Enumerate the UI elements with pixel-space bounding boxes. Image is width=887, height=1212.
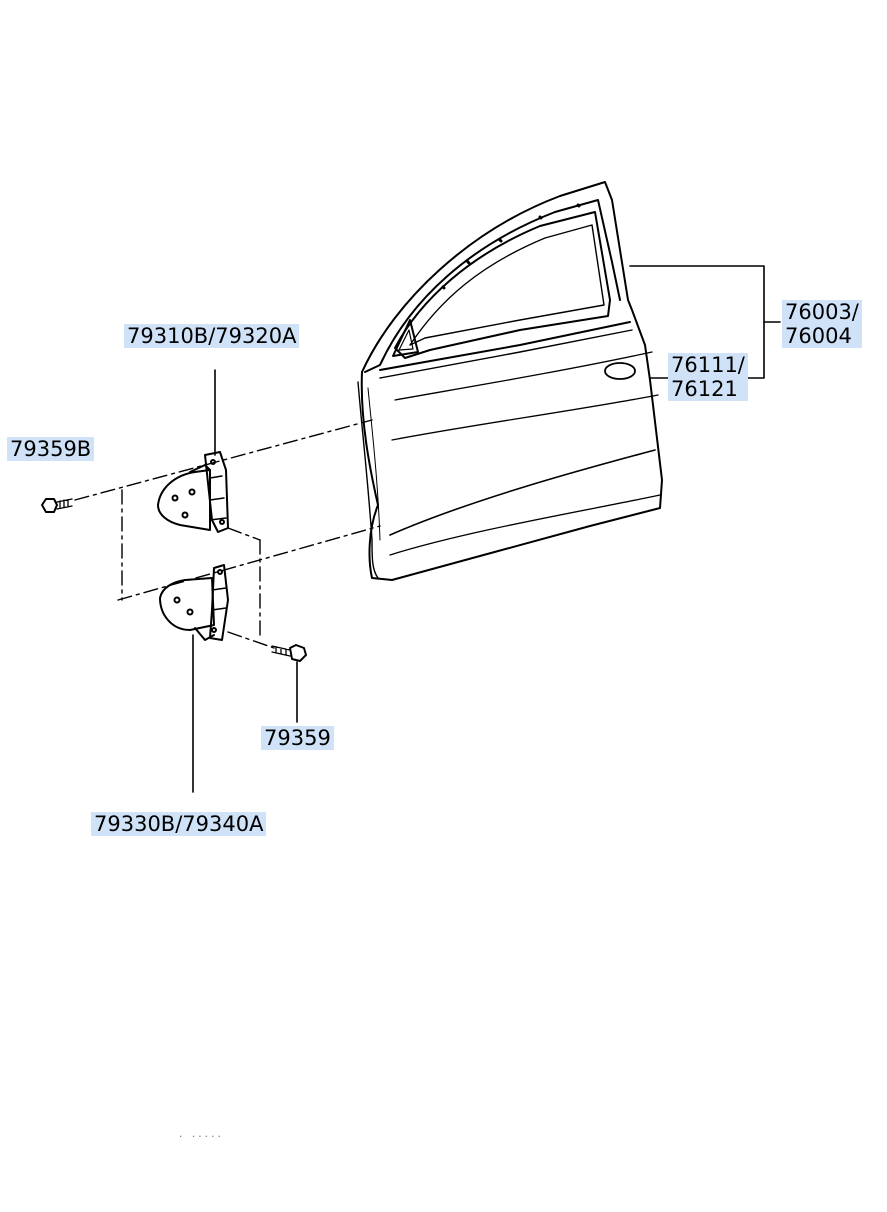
door-panel xyxy=(357,181,663,581)
alignment-lines xyxy=(74,419,381,649)
door-handle xyxy=(604,362,636,380)
label-lower-hinge: 79330B/79340A xyxy=(91,812,267,836)
label-door-panel-line1: 76003/ xyxy=(785,300,859,324)
label-door-panel-alt: 76111/ 76121 xyxy=(668,353,748,401)
label-door-panel-alt-line2: 76121 xyxy=(671,377,738,401)
label-door-panel-alt-line1: 76111/ xyxy=(671,353,745,377)
bolt-upper xyxy=(41,498,73,513)
label-lower-hinge-bolt: 79359 xyxy=(261,726,334,750)
lower-hinge xyxy=(159,564,229,641)
label-door-panel-line2: 76004 xyxy=(785,324,852,348)
bolt-lower xyxy=(271,644,307,662)
label-upper-hinge-bolt: 79359B xyxy=(7,437,95,461)
upper-hinge xyxy=(157,451,229,533)
label-door-panel: 76003/ 76004 xyxy=(782,300,862,348)
label-upper-hinge: 79310B/79320A xyxy=(124,324,300,348)
footer-marks: . ..... xyxy=(178,1130,223,1140)
